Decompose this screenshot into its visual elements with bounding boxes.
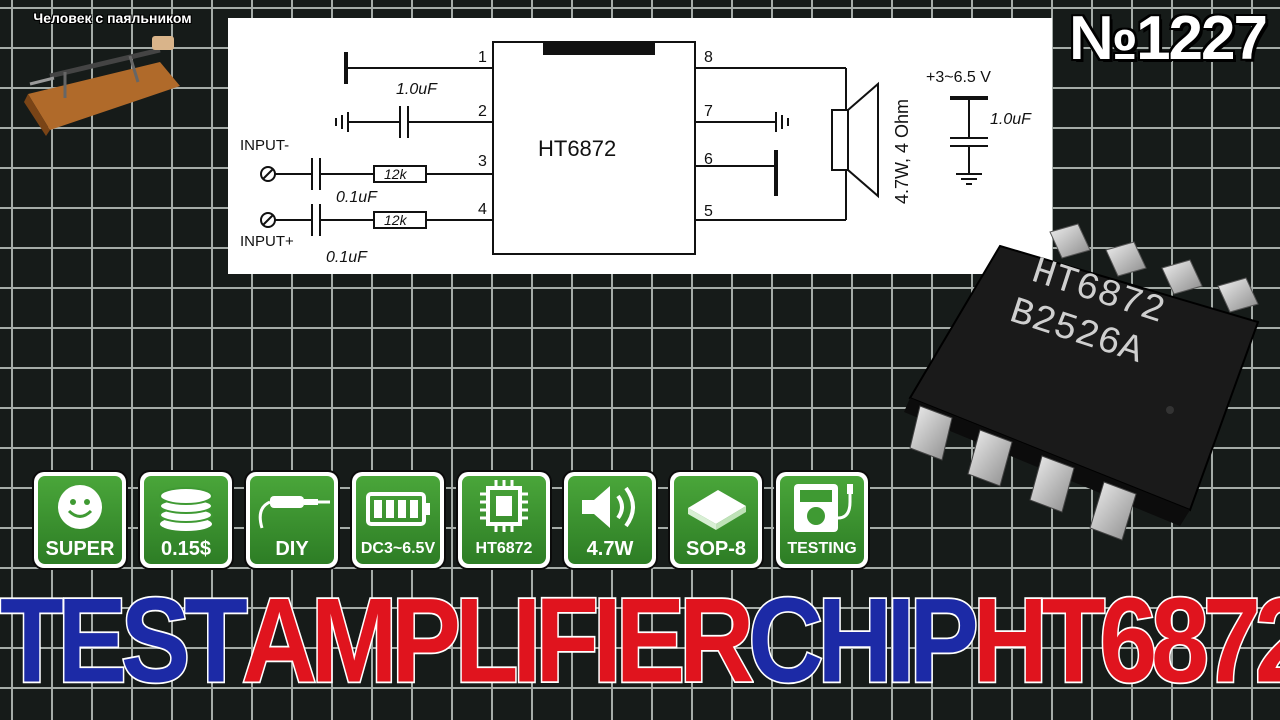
channel-name: Человек с паяльником xyxy=(33,10,192,26)
badge-package: SOP-8 xyxy=(670,472,762,568)
cap-in-2-label: 0.1uF xyxy=(326,249,368,266)
soldering-iron-icon xyxy=(258,496,330,529)
coins-icon xyxy=(159,487,213,531)
title-part-test: TEST xyxy=(0,574,249,708)
pin-2-label: 2 xyxy=(478,103,487,120)
badge-diy: DIY xyxy=(246,472,338,568)
resistor-1-label: 12k xyxy=(384,166,408,182)
ic-notch xyxy=(543,41,655,55)
badge-testing: TESTING xyxy=(776,472,868,568)
badge-super: SUPER xyxy=(34,472,126,568)
pin-8-label: 8 xyxy=(704,49,713,66)
cap-supply-label: 1.0uF xyxy=(990,111,1032,128)
badge-power: 4.7W xyxy=(564,472,656,568)
sop8-chip-icon xyxy=(688,490,746,530)
badge-label: 0.15$ xyxy=(160,538,212,560)
pin-5-label: 5 xyxy=(704,203,713,220)
schematic-diagram: 1 2 3 4 5 6 7 8 HT6872 1.0uF INPUT- INPU… xyxy=(228,18,1052,274)
episode-number: №1227 xyxy=(1068,4,1268,73)
pin-7-label: 7 xyxy=(704,103,713,120)
badge-voltage: DC3~6.5V xyxy=(352,472,444,568)
ht6872-chip-photo: HT6872 B2526A xyxy=(904,223,1260,541)
badge-label: HT6872 xyxy=(475,540,533,557)
channel-logo: Человек с паяльником xyxy=(10,6,215,136)
badge-label: DIY xyxy=(275,538,309,560)
battery-icon xyxy=(366,492,430,526)
pin-6-label: 6 xyxy=(704,151,713,168)
badge-label: SOP-8 xyxy=(685,538,747,560)
soldering-iron-on-board-icon xyxy=(24,36,180,136)
feature-badges: SUPER 0.15$ DIY xyxy=(34,472,874,568)
badge-label: SUPER xyxy=(45,538,115,560)
pin-3-label: 3 xyxy=(478,153,487,170)
badge-price: 0.15$ xyxy=(140,472,232,568)
speaker-symbol xyxy=(831,109,849,171)
resistor-2-label: 12k xyxy=(384,212,408,228)
pin-4-label: 4 xyxy=(478,201,487,218)
speaker-icon xyxy=(582,486,635,528)
badge-label: 4.7W xyxy=(586,538,634,560)
title-part-amplifier: AMPLIFIER xyxy=(240,574,755,708)
badge-label: DC3~6.5V xyxy=(360,540,436,557)
video-title: TESTAMPLIFIERCHIPHT6872 xyxy=(0,576,1280,706)
title-part-chip: CHIP xyxy=(747,574,981,708)
badge-chip: HT6872 xyxy=(458,472,550,568)
input-plus-label: INPUT+ xyxy=(240,233,294,250)
cap-in-1-label: 0.1uF xyxy=(336,189,378,206)
chip-icon xyxy=(480,480,528,532)
title-part-model: HT6872 xyxy=(971,574,1280,708)
input-minus-label: INPUT- xyxy=(240,137,289,154)
supply-label: +3~6.5 V xyxy=(926,69,991,86)
smiley-icon xyxy=(58,485,102,529)
badge-label: TESTING xyxy=(787,540,857,557)
cap-top-label: 1.0uF xyxy=(396,81,438,98)
schematic-svg: 1 2 3 4 5 6 7 8 HT6872 1.0uF INPUT- INPU… xyxy=(240,41,1032,266)
speaker-label: 4.7W, 4 Ohm xyxy=(892,99,912,204)
multimeter-icon xyxy=(794,484,853,532)
pin-1-label: 1 xyxy=(478,49,487,66)
ic-label: HT6872 xyxy=(538,136,616,161)
